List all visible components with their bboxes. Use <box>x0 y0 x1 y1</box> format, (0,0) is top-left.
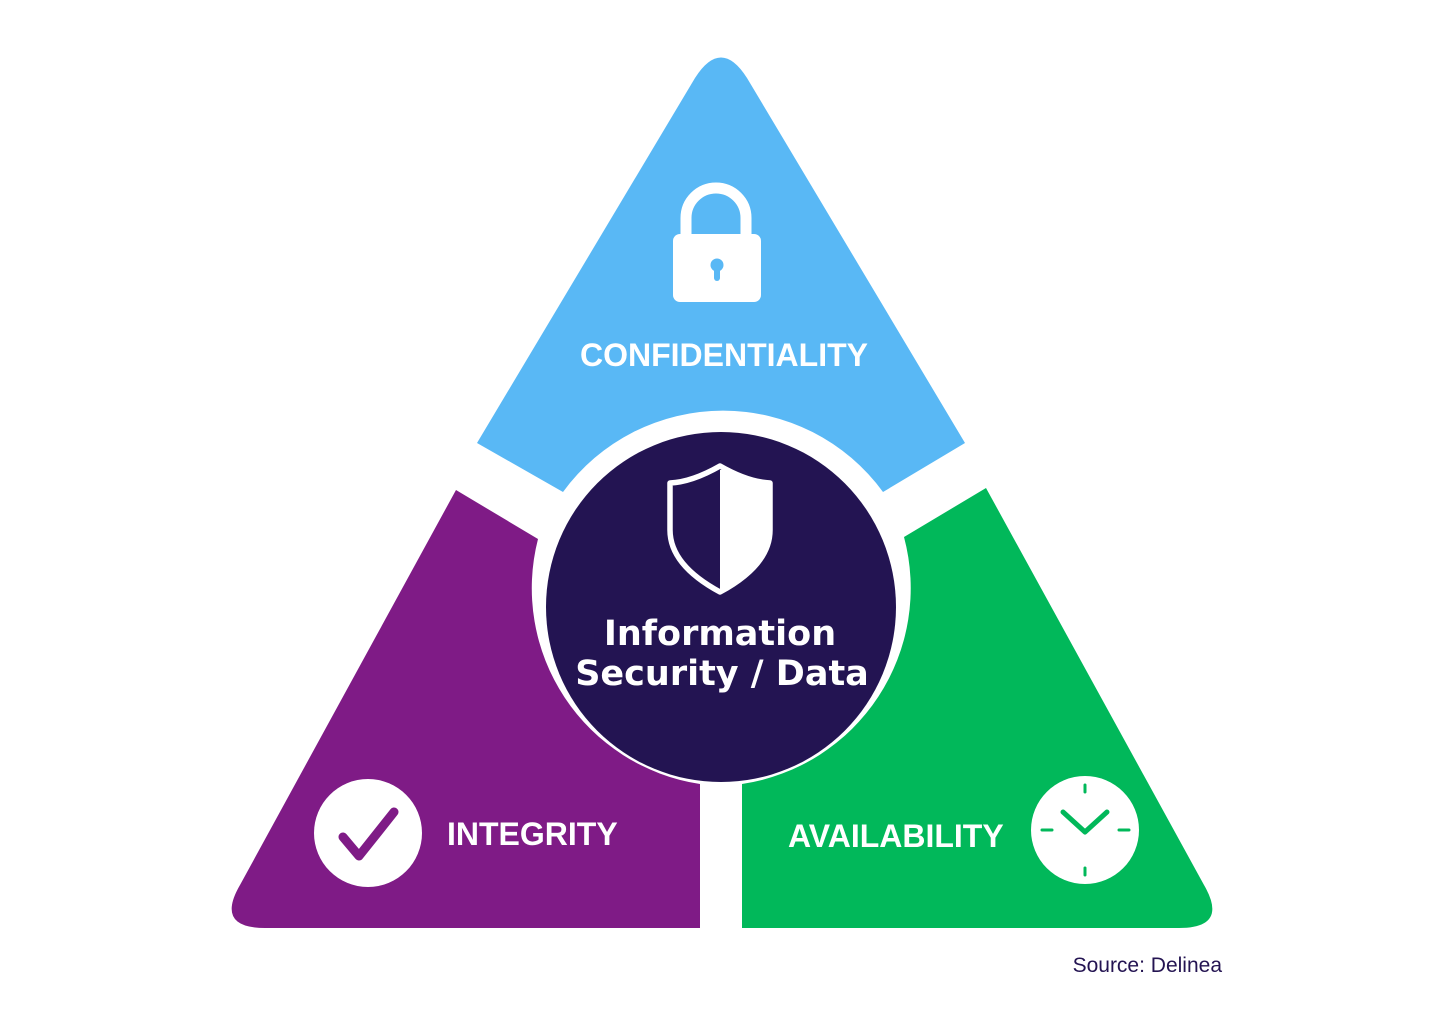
availability-label: AVAILABILITY <box>788 818 1004 854</box>
confidentiality-label: CONFIDENTIALITY <box>580 337 868 373</box>
lock-icon <box>673 182 761 302</box>
center-title-line1: Information <box>604 614 836 654</box>
integrity-label: INTEGRITY <box>447 816 618 852</box>
center-title-line2: Security / Data <box>575 654 869 694</box>
center-circle <box>546 432 896 782</box>
checkmark-icon <box>314 779 422 887</box>
clock-icon <box>1031 776 1139 884</box>
source-caption: Source: Delinea <box>1072 954 1222 977</box>
shield-icon <box>667 463 773 595</box>
